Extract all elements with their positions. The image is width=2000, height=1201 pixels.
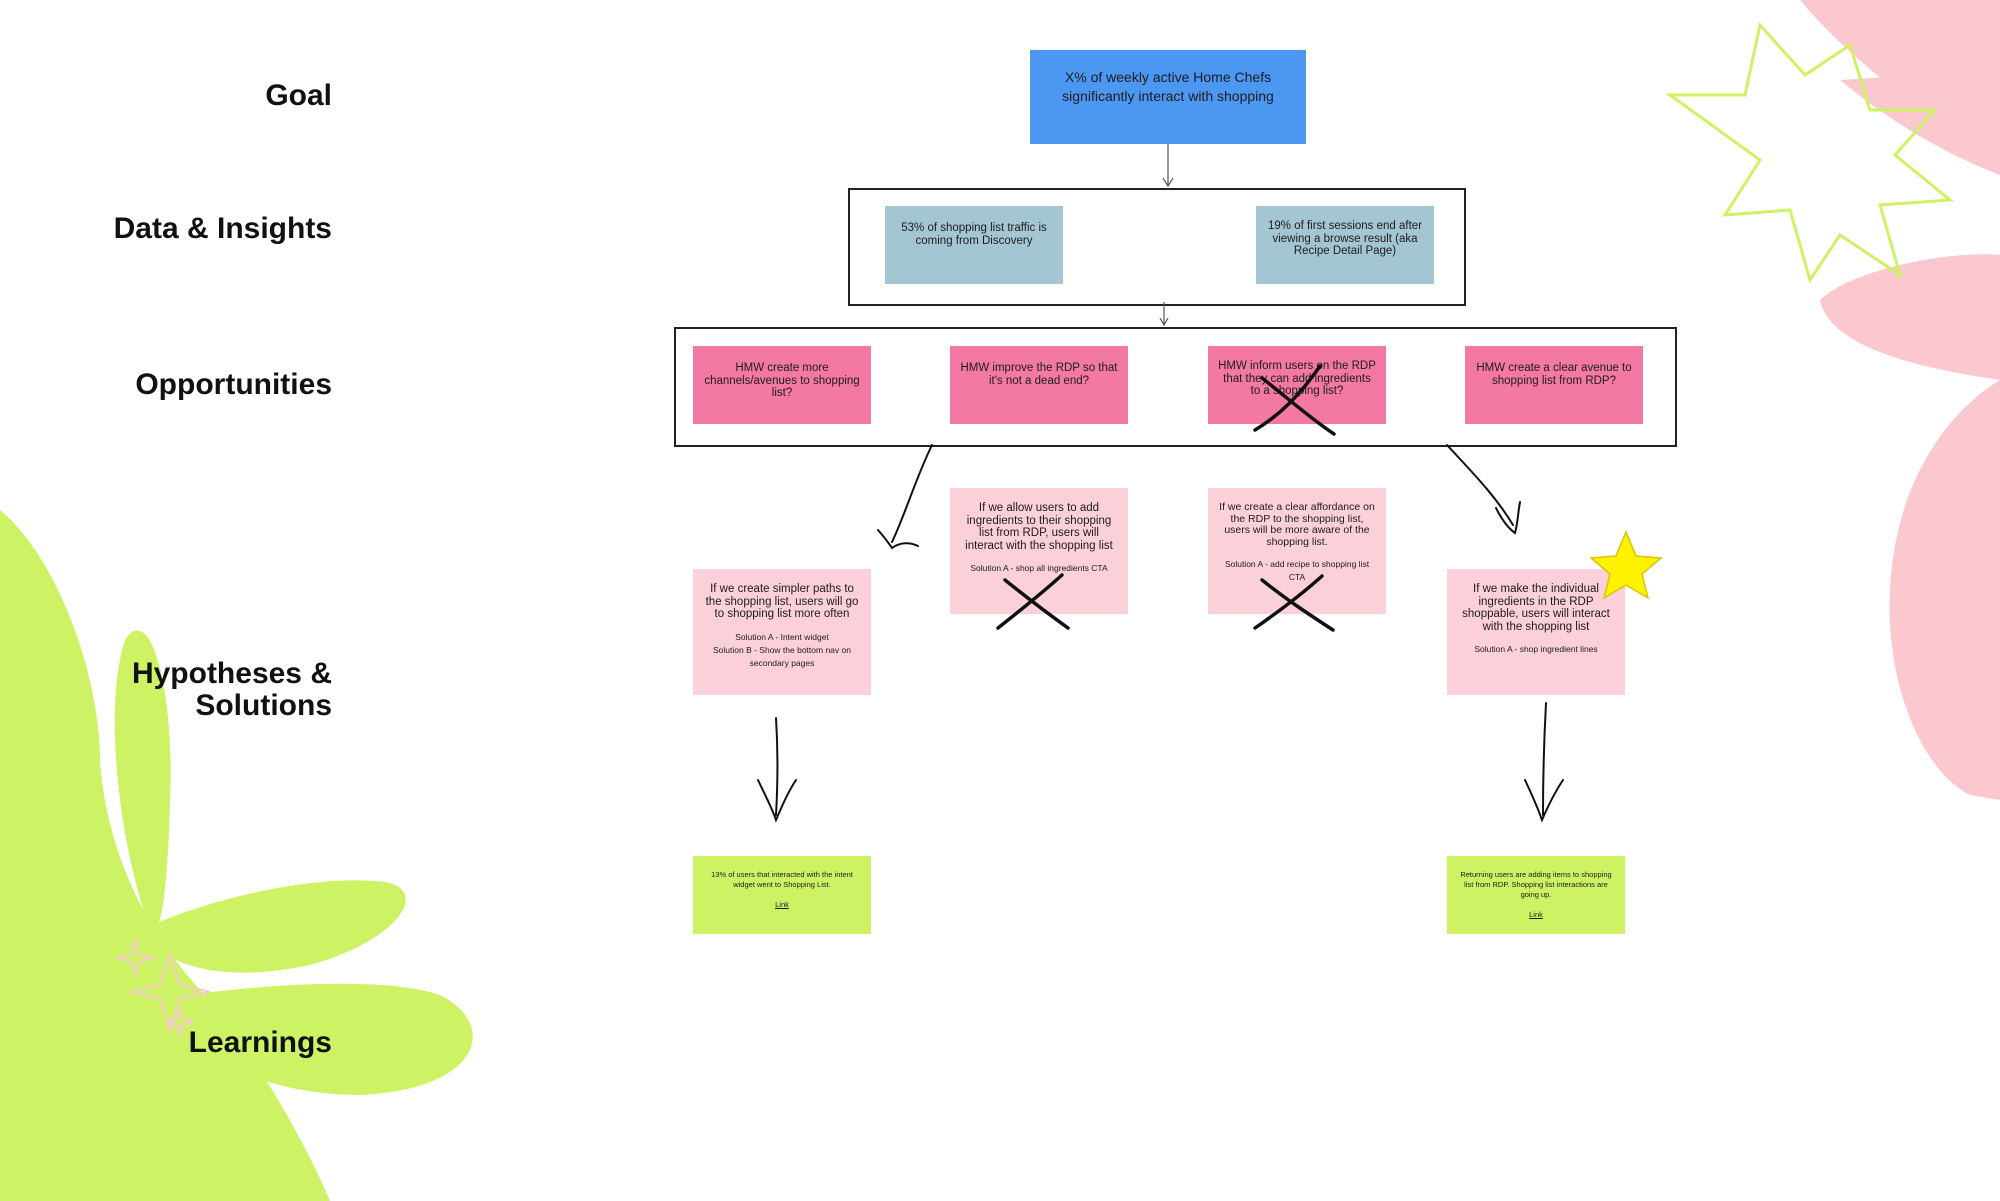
- hypothesis-text-2: If we allow users to add ingredients to …: [965, 502, 1113, 552]
- goal-note[interactable]: X% of weekly active Home Chefs significa…: [1030, 50, 1306, 144]
- hypothesis-note-2[interactable]: If we allow users to add ingredients to …: [950, 488, 1128, 614]
- starburst-decoration: [1665, 21, 1954, 284]
- row-label-learnings: Learnings: [188, 1026, 332, 1059]
- learning-text-1: 13% of users that interacted with the in…: [711, 870, 853, 889]
- hypothesis-solution-2a: Solution A - shop all ingredients CTA: [970, 563, 1108, 573]
- row-label-data-insights: Data & Insights: [113, 212, 332, 245]
- hand-arrow-hypothesis-to-learning-4-head: [1524, 779, 1564, 823]
- opportunity-text-4: HMW create a clear avenue to shopping li…: [1476, 362, 1632, 387]
- hypothesis-text-4: If we make the individual ingredients in…: [1462, 583, 1610, 633]
- hand-arrow-opportunity-to-hypothesis-4-head: [1495, 501, 1521, 535]
- connector-goal-insights-head: [1162, 177, 1174, 188]
- hand-arrow-opportunity-to-hypothesis-1: [891, 444, 933, 543]
- sparkle-decoration: [114, 936, 211, 1039]
- insight-text-2: 19% of first sessions end after viewing …: [1267, 220, 1423, 257]
- opportunity-note-3[interactable]: HMW inform users on the RDP that they ca…: [1208, 346, 1386, 424]
- opportunities-frame: [674, 327, 1677, 447]
- learning-note-1[interactable]: 13% of users that interacted with the in…: [693, 856, 871, 934]
- hypothesis-note-1[interactable]: If we create simpler paths to the shoppi…: [693, 569, 871, 695]
- green-flower-shape: [0, 510, 473, 1201]
- hand-arrow-opportunity-to-hypothesis-4: [1446, 444, 1514, 526]
- hypothesis-note-3[interactable]: If we create a clear affordance on the R…: [1208, 488, 1386, 614]
- insights-frame: [848, 188, 1466, 306]
- insight-note-1[interactable]: 53% of shopping list traffic is coming f…: [885, 206, 1063, 284]
- opportunity-note-4[interactable]: HMW create a clear avenue to shopping li…: [1465, 346, 1643, 424]
- opportunity-text-1: HMW create more channels/avenues to shop…: [704, 362, 860, 399]
- hypothesis-solution-1b: Solution B - Show the bottom nav on seco…: [713, 644, 851, 668]
- hand-arrow-hypothesis-to-learning-1-head: [757, 779, 797, 823]
- hypothesis-solution-1a: Solution A - Intent widget: [735, 631, 829, 642]
- goal-text: X% of weekly active Home Chefs significa…: [1062, 69, 1274, 104]
- hypothesis-note-4[interactable]: If we make the individual ingredients in…: [1447, 569, 1625, 695]
- hand-arrow-hypothesis-to-learning-1: [775, 717, 779, 816]
- pink-flower-shape: [1800, 0, 2000, 800]
- hypothesis-solution-3a: Solution A - add recipe to shopping list…: [1224, 559, 1370, 582]
- hypothesis-text-1: If we create simpler paths to the shoppi…: [705, 583, 859, 620]
- hypothesis-text-3: If we create a clear affordance on the R…: [1219, 501, 1375, 548]
- opportunity-note-1[interactable]: HMW create more channels/avenues to shop…: [693, 346, 871, 424]
- row-label-hypotheses-line1: Hypotheses &: [131, 657, 332, 690]
- learning-link-2[interactable]: Link: [1529, 910, 1543, 919]
- hand-arrow-opportunity-to-hypothesis-1-head: [877, 529, 919, 550]
- insight-text-1: 53% of shopping list traffic is coming f…: [901, 222, 1047, 247]
- opportunity-note-2[interactable]: HMW improve the RDP so that it's not a d…: [950, 346, 1128, 424]
- connector-insights-opportunities-head: [1159, 317, 1169, 327]
- row-label-opportunities: Opportunities: [135, 368, 332, 401]
- hypothesis-solution-4a: Solution A - shop ingredient lines: [1474, 644, 1598, 654]
- hand-arrow-hypothesis-to-learning-4: [1542, 702, 1547, 816]
- row-label-hypotheses: Hypotheses & Solutions: [132, 658, 332, 722]
- opportunity-text-2: HMW improve the RDP so that it's not a d…: [960, 362, 1118, 387]
- learning-note-2[interactable]: Returning users are adding items to shop…: [1447, 856, 1625, 934]
- insight-note-2[interactable]: 19% of first sessions end after viewing …: [1256, 206, 1434, 284]
- learning-link-1[interactable]: Link: [775, 900, 789, 909]
- learning-text-2: Returning users are adding items to shop…: [1460, 870, 1612, 899]
- opportunity-text-3: HMW inform users on the RDP that they ca…: [1218, 360, 1376, 397]
- row-label-goal: Goal: [265, 79, 332, 112]
- row-label-hypotheses-line2: Solutions: [195, 689, 332, 722]
